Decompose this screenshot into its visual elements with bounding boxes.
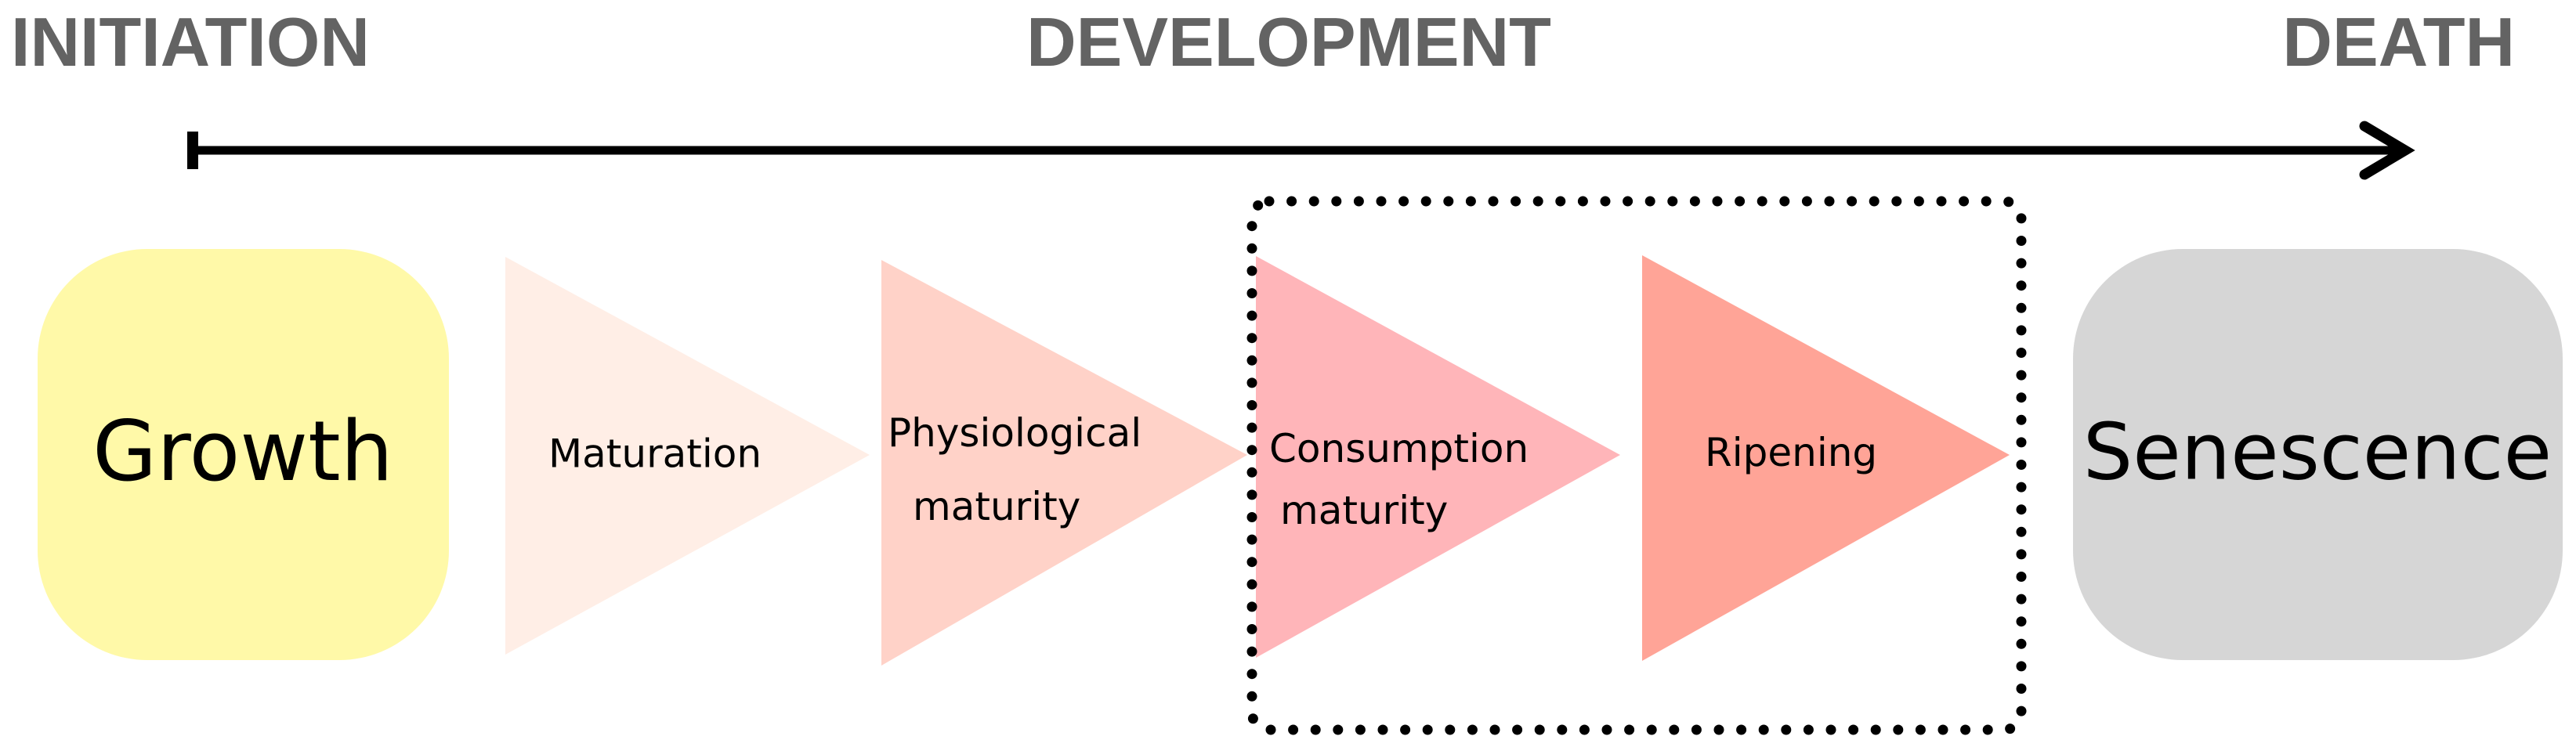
timeline-arrow-head [2359, 121, 2415, 180]
maturation-stage: Maturation [505, 257, 870, 655]
maturation-triangle [505, 257, 870, 655]
senescence-label: Senescence [2083, 406, 2552, 497]
timeline-arrow [187, 121, 2415, 180]
consumption-maturity-label-line1: Consumption [1269, 426, 1529, 471]
ripening-stage: Ripening [1642, 255, 2010, 661]
ripening-period-dotted-box [1246, 196, 2027, 735]
senescence-stage: Senescence [2073, 249, 2563, 660]
physiological-maturity-stage: Physiological maturity [881, 260, 1247, 666]
consumption-maturity-triangle [1256, 256, 1620, 658]
consumption-maturity-stage: Consumption maturity [1256, 256, 1620, 658]
growth-label: Growth [92, 403, 393, 500]
physiological-maturity-label-line2: maturity [913, 484, 1080, 529]
physiological-maturity-triangle [881, 260, 1247, 666]
consumption-maturity-label-line2: maturity [1280, 488, 1448, 533]
development-label: DEVELOPMENT [1026, 3, 1551, 81]
maturation-label: Maturation [548, 431, 762, 477]
growth-stage: Growth [38, 249, 449, 660]
growth-box [38, 249, 449, 660]
ripening-triangle [1642, 255, 2010, 661]
ripening-label: Ripening [1705, 430, 1877, 475]
senescence-box [2073, 249, 2563, 660]
initiation-label: INITIATION [11, 3, 370, 81]
physiological-maturity-label-line1: Physiological [888, 410, 1141, 456]
death-label: DEATH [2282, 3, 2515, 81]
